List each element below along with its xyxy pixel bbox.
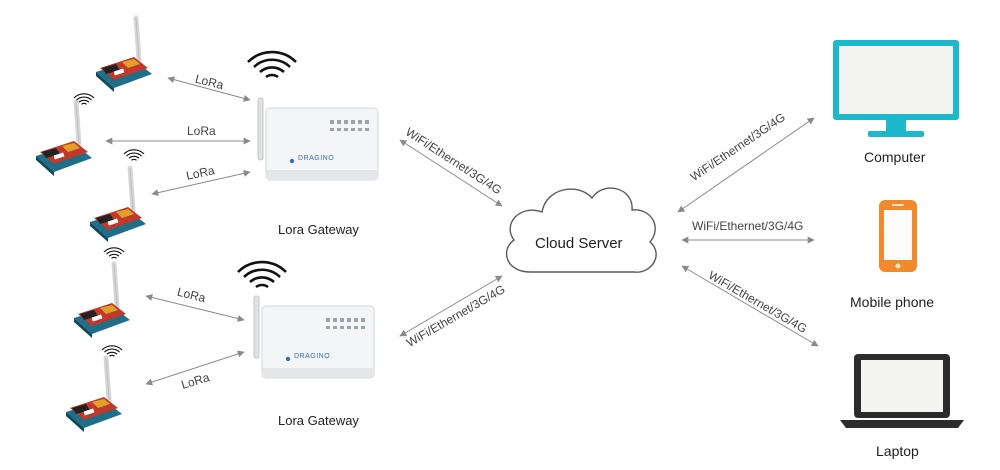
lora-node-3	[90, 168, 146, 242]
lora-link	[145, 294, 245, 322]
lora-gateway-1	[257, 97, 379, 181]
mobile-phone-icon	[879, 200, 917, 272]
network-link	[399, 275, 503, 337]
gateway-label: Lora Gateway	[278, 222, 359, 237]
lora-node-1	[96, 18, 152, 92]
lora-node-5	[66, 358, 122, 432]
computer-icon	[833, 40, 959, 137]
cloud-shape	[505, 187, 657, 273]
signal-icon	[246, 50, 298, 79]
lora-link-label: LoRa	[187, 124, 216, 138]
gateway-label: Lora Gateway	[278, 413, 359, 428]
network-link	[399, 139, 503, 207]
laptop-label: Laptop	[876, 443, 919, 459]
laptop-icon	[840, 354, 964, 428]
signal-icon	[103, 247, 125, 259]
lora-gateway-2	[253, 295, 375, 379]
computer-label: Computer	[864, 149, 926, 165]
gateway-brand: DRAGINO	[294, 353, 331, 360]
signal-icon	[123, 149, 145, 161]
mobile-phone-label: Mobile phone	[850, 294, 935, 310]
cloud-server-label: Cloud Server	[535, 235, 623, 252]
lora-node-4	[74, 264, 130, 338]
gateway-brand: DRAGINO	[298, 155, 335, 162]
signal-icon	[101, 345, 123, 357]
lora-node-2	[36, 102, 92, 176]
lora-link	[167, 76, 251, 102]
network-link	[677, 117, 815, 213]
lora-link	[145, 350, 245, 386]
lora-link	[151, 169, 251, 197]
signal-icon	[236, 260, 288, 289]
network-link	[681, 265, 819, 347]
network-link-label: WiFi/Ethernet/3G/4G	[692, 219, 804, 233]
